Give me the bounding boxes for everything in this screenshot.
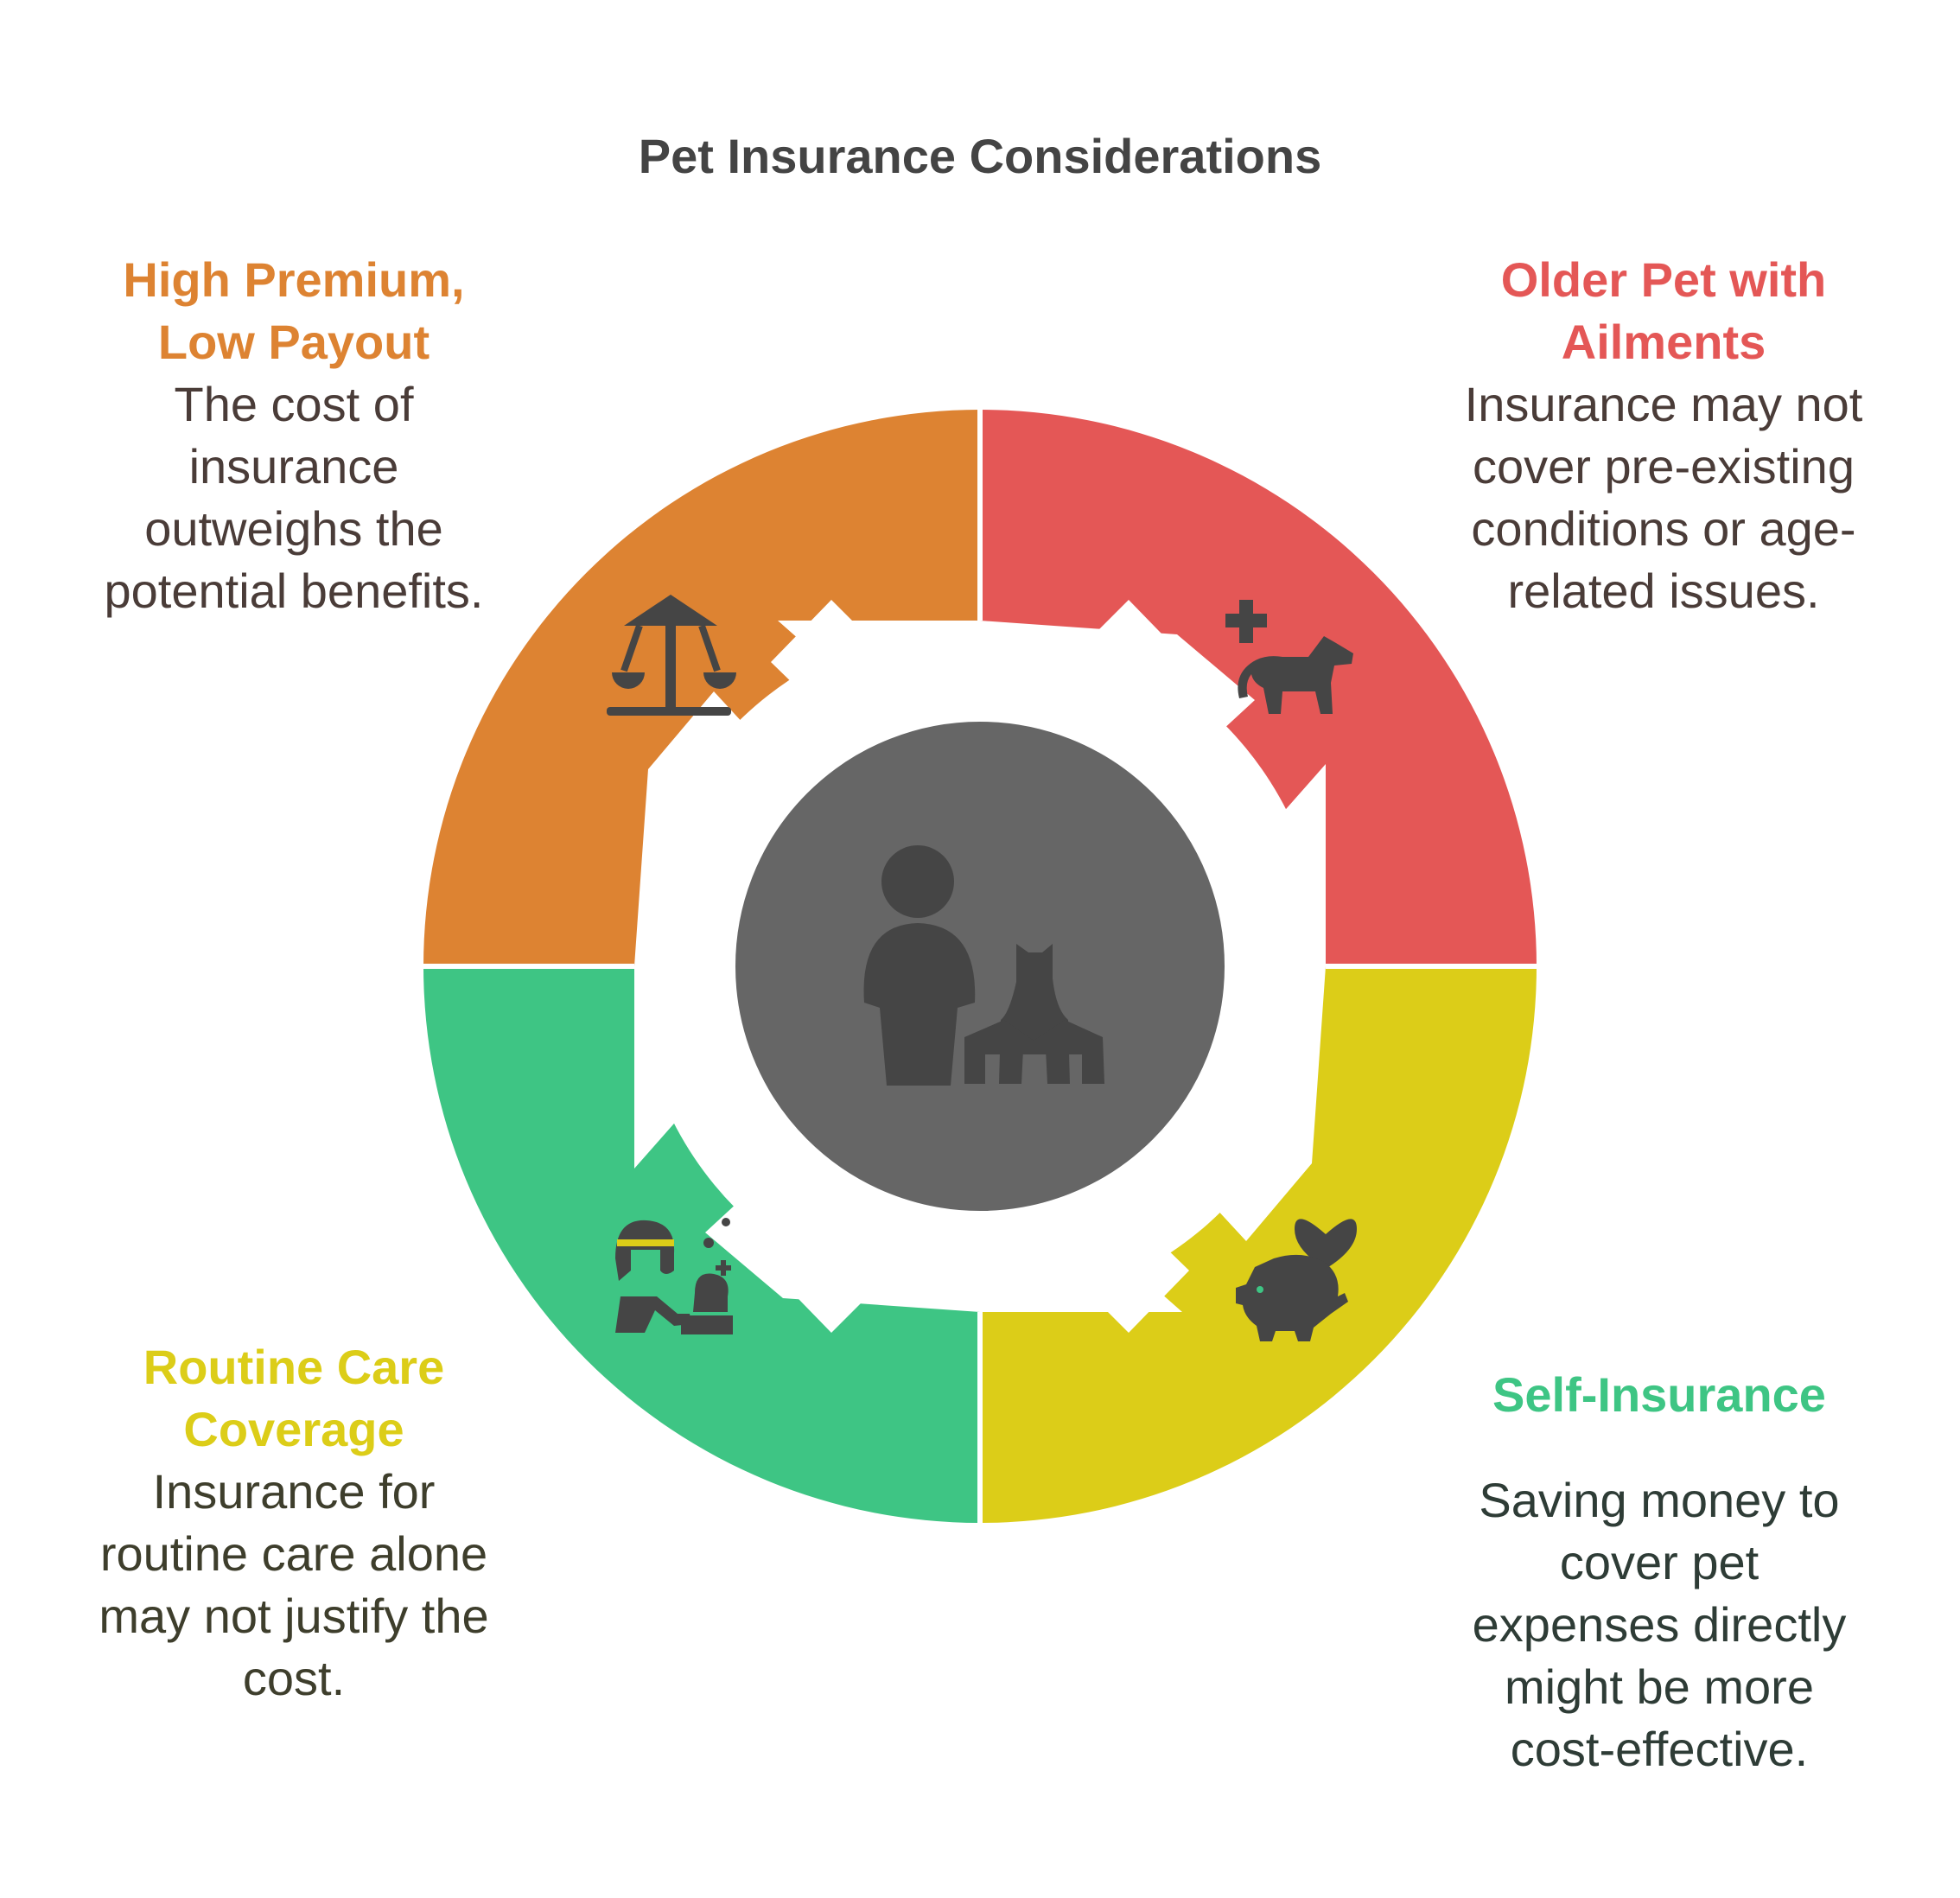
description-line: cost. xyxy=(242,1651,346,1705)
description-line: conditions or age- xyxy=(1471,501,1856,556)
segment-tr xyxy=(980,410,1537,966)
piggy-bank-heart-icon xyxy=(1236,1219,1357,1341)
segment-block-routine-care: Routine Care Coverage Insurance for rout… xyxy=(60,1336,527,1710)
segment-br xyxy=(980,966,1537,1523)
notch-tl xyxy=(771,600,892,721)
description-line: cost-effective. xyxy=(1510,1722,1809,1776)
description-line: may not justify the xyxy=(99,1589,489,1643)
description-line: outweighs the xyxy=(144,501,443,556)
description-line: Saving money to xyxy=(1479,1473,1840,1527)
segment-description: Insurance for routine care alone may not… xyxy=(60,1461,527,1710)
description-line: potential benefits. xyxy=(104,564,484,618)
segment-bl xyxy=(423,966,980,1523)
segment-block-high-premium: High Premium, Low Payout The cost of ins… xyxy=(69,249,519,622)
description-line: cover pet xyxy=(1559,1535,1760,1589)
description-line: related issues. xyxy=(1507,564,1820,618)
segment-description: Insurance may not cover pre-existing con… xyxy=(1430,373,1897,622)
description-line: Insurance for xyxy=(152,1464,436,1519)
description-line: expenses directly xyxy=(1472,1597,1847,1652)
description-line: might be more xyxy=(1505,1659,1814,1714)
notch-tr xyxy=(1068,600,1189,721)
heading-line: Self-Insurance xyxy=(1492,1367,1826,1422)
pet-care-icon xyxy=(615,1218,733,1334)
heading-line: Older Pet with xyxy=(1500,252,1827,307)
description-line: cover pre-existing xyxy=(1473,439,1855,494)
heading-line: Coverage xyxy=(183,1402,404,1456)
person-with-cat-icon xyxy=(863,845,1104,1086)
description-line: insurance xyxy=(188,439,399,494)
segment-heading: High Premium, Low Payout xyxy=(69,249,519,373)
description-line: routine care alone xyxy=(99,1526,488,1581)
center-outline xyxy=(730,717,1230,1216)
notch-br xyxy=(1068,1212,1189,1333)
segment-heading: Routine Care Coverage xyxy=(60,1336,527,1461)
heading-line: Routine Care xyxy=(143,1340,445,1394)
segment-block-older-pet: Older Pet with Ailments Insurance may no… xyxy=(1430,249,1897,622)
balance-scale-icon xyxy=(607,595,736,716)
description-line: Insurance may not xyxy=(1464,377,1863,431)
description-line: The cost of xyxy=(174,377,414,431)
segment-description: The cost of insurance outweighs the pote… xyxy=(69,373,519,622)
notch-bl xyxy=(771,1212,892,1333)
heading-line: High Premium, xyxy=(123,252,465,307)
segment-description: Saving money to cover pet expenses direc… xyxy=(1426,1469,1893,1780)
diagram-title: Pet Insurance Considerations xyxy=(638,129,1322,183)
segment-block-self-insurance: Self-Insurance Saving money to cover pet… xyxy=(1426,1364,1893,1780)
medical-pet-icon xyxy=(1225,600,1353,714)
center-circle xyxy=(733,719,1227,1213)
segment-heading: Self-Insurance xyxy=(1426,1364,1893,1426)
heading-line: Low Payout xyxy=(157,315,430,369)
segment-heading: Older Pet with Ailments xyxy=(1430,249,1897,373)
heading-line: Ailments xyxy=(1561,315,1766,369)
segment-tl xyxy=(423,410,980,966)
